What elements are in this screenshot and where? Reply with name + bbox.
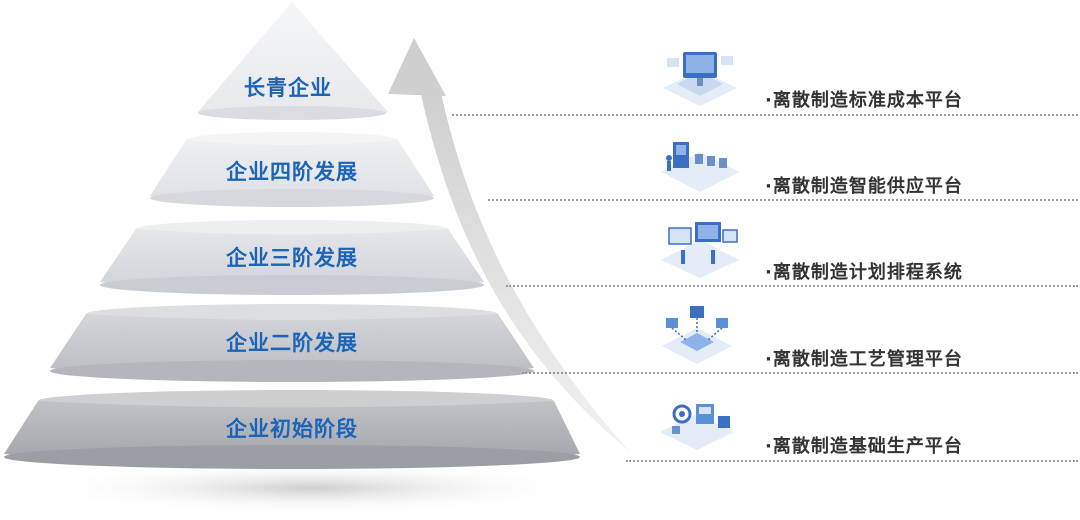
pyramid-level-3-shape: [100, 220, 484, 295]
pyramid-level-label: 企业二阶发展: [226, 331, 358, 355]
platform-label: ·离散制造标准成本平台: [765, 90, 963, 111]
pyramid-level-5-shape: [4, 390, 580, 469]
process-network-icon: [662, 306, 732, 364]
pyramid-level-2-shape: [150, 132, 434, 207]
pyramid-shadow: [37, 462, 587, 514]
platform-label: ·离散制造基础生产平台: [765, 436, 963, 457]
pyramid-level-label: 企业初始阶段: [226, 417, 358, 441]
growth-arrow: [388, 38, 630, 452]
schedule-boards-icon: [661, 222, 739, 278]
divider: [626, 460, 1078, 462]
pyramid-level-label: 企业四阶发展: [226, 160, 358, 184]
pyramid-level-1-shape: [198, 2, 388, 120]
platform-label: ·离散制造计划排程系统: [765, 262, 963, 283]
platform-label: ·离散制造智能供应平台: [765, 176, 963, 197]
divider: [452, 114, 1078, 116]
monitor-dashboard-icon: [663, 52, 737, 106]
pyramid-level-label: 长青企业: [244, 76, 332, 100]
pyramid-level-4-shape: [50, 304, 534, 382]
divider: [522, 372, 1078, 374]
divider: [488, 199, 1078, 201]
production-machines-icon: [660, 404, 734, 450]
divider: [506, 285, 1078, 287]
platform-label: ·离散制造工艺管理平台: [765, 349, 963, 370]
pyramid-level-label: 企业三阶发展: [226, 246, 358, 270]
warehouse-shelves-icon: [661, 142, 739, 192]
